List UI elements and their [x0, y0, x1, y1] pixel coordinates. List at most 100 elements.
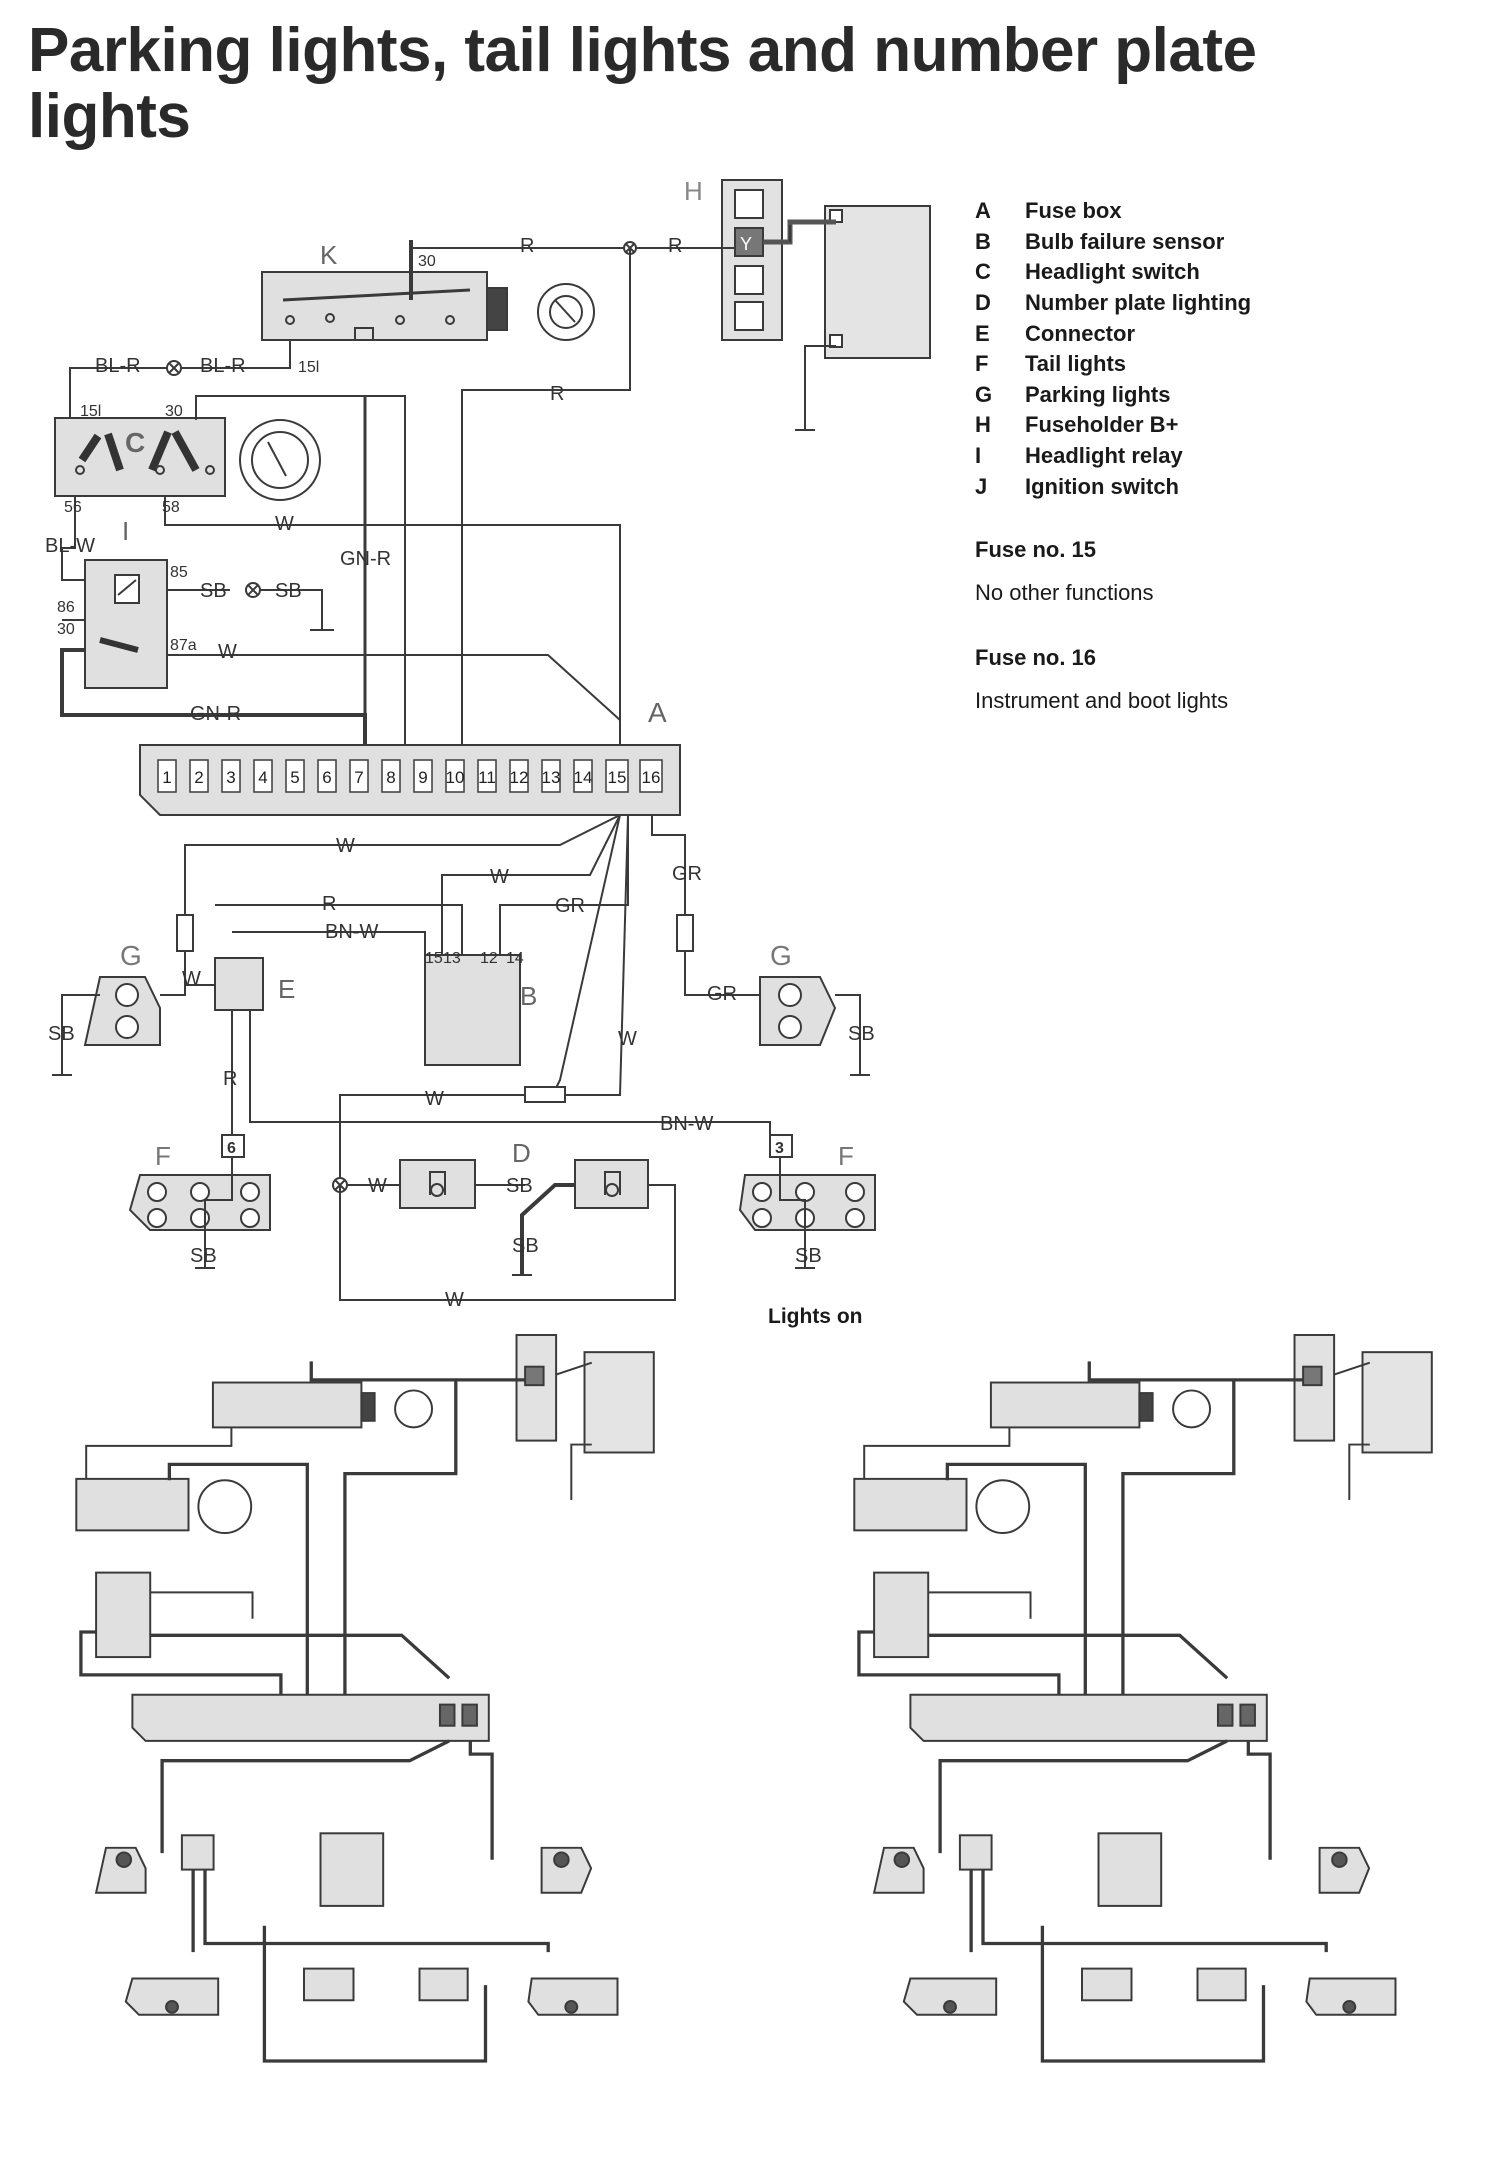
wire-w-6: W — [618, 1028, 637, 1050]
term-c-56: 56 — [64, 499, 82, 516]
fuse-15-heading: Fuse no. 15 — [975, 537, 1097, 562]
wire-w-5: W — [182, 968, 201, 990]
fuse-16-text: Instrument and boot lights — [975, 688, 1229, 713]
label-a: A — [648, 697, 667, 728]
fuse-16-heading: Fuse no. 16 — [975, 645, 1097, 670]
fuse-num-16: 16 — [642, 768, 661, 787]
term-f-3: 3 — [775, 1140, 784, 1157]
wire-sb-8: SB — [795, 1245, 822, 1267]
fuse-num-14: 14 — [574, 768, 593, 787]
fuse-num-1: 1 — [162, 768, 171, 787]
wire-gn-r-1: GN-R — [340, 548, 391, 570]
label-f-right: F — [838, 1141, 854, 1171]
fuse-num-12: 12 — [510, 768, 529, 787]
wire-bn-w-2: BN-W — [660, 1113, 713, 1135]
mini-diagram-right — [853, 1334, 1433, 2063]
wire-w-2: W — [218, 641, 237, 663]
label-d: D — [512, 1138, 531, 1168]
term-k-30: 30 — [418, 253, 436, 270]
term-i-30: 30 — [57, 621, 75, 638]
bulb-failure-sensor-b — [424, 954, 521, 1066]
wire-r-2: R — [668, 235, 682, 257]
connector-e — [214, 957, 264, 1011]
term-i-87a: 87a — [170, 637, 197, 654]
wire-w-3: W — [336, 835, 355, 857]
term-b-15: 15 — [425, 950, 443, 967]
term-c-58: 58 — [162, 499, 180, 516]
wire-gr-2: GR — [555, 895, 585, 917]
label-f-left: F — [155, 1141, 171, 1171]
fuse-box-a — [139, 744, 681, 816]
term-b-12: 12 — [480, 950, 498, 967]
fuse-num-9: 9 — [418, 768, 427, 787]
term-c-15l: 15l — [80, 403, 101, 420]
term-c-30: 30 — [165, 403, 183, 420]
wire-sb-5: SB — [506, 1175, 533, 1197]
term-f-6: 6 — [227, 1140, 236, 1157]
term-b-14: 14 — [506, 950, 524, 967]
wire-gr-3: GR — [707, 983, 737, 1005]
fuse-num-15: 15 — [608, 768, 627, 787]
wire-w-1: W — [275, 513, 294, 535]
fuse-num-4: 4 — [258, 768, 267, 787]
tail-light-f-right — [738, 1174, 876, 1231]
wire-r-5: R — [223, 1068, 237, 1090]
fuse-15-text: No other functions — [975, 580, 1154, 605]
wire-sb-4: SB — [848, 1023, 875, 1045]
wire-w-8: W — [368, 1175, 387, 1197]
lights-on-caption: Lights on — [768, 1305, 863, 1328]
fuse-num-6: 6 — [322, 768, 331, 787]
wire-sb-6: SB — [512, 1235, 539, 1257]
parking-light-g-left — [83, 976, 161, 1046]
wire-w-9: W — [445, 1289, 464, 1311]
wire-gr-1: GR — [672, 863, 702, 885]
light-switch-k — [261, 271, 488, 341]
wire-gn-r-2: GN-R — [190, 703, 241, 725]
term-i-86: 86 — [57, 599, 75, 616]
wire-sb-7: SB — [190, 1245, 217, 1267]
fuse-num-13: 13 — [542, 768, 561, 787]
fuse-num-3: 3 — [226, 768, 235, 787]
label-b: B — [520, 981, 537, 1011]
wire-sb-3: SB — [48, 1023, 75, 1045]
battery — [824, 205, 931, 359]
wire-sb-1: SB — [200, 580, 227, 602]
wire-r-4: R — [322, 893, 336, 915]
wire-bl-r-2: BL-R — [200, 355, 246, 377]
fuse-num-2: 2 — [194, 768, 203, 787]
wire-bl-w: BL-W — [45, 535, 95, 557]
fuse-num-8: 8 — [386, 768, 395, 787]
term-k-15l: 15l — [298, 359, 319, 376]
wire-w-4: W — [490, 866, 509, 888]
label-g-right: G — [770, 940, 792, 971]
wire-sb-2: SB — [275, 580, 302, 602]
label-i: I — [122, 516, 129, 546]
page-title: Parking lights, tail lights and number p… — [28, 16, 1257, 151]
wire-y: Y — [740, 234, 752, 254]
label-g-left: G — [120, 940, 142, 971]
fuse-num-5: 5 — [290, 768, 299, 787]
mini-diagram-left — [75, 1334, 655, 2063]
wire-r-3: R — [550, 383, 564, 405]
term-b-13: 13 — [443, 950, 461, 967]
wire-bl-r-1: BL-R — [95, 355, 141, 377]
label-h: H — [684, 176, 703, 206]
label-e: E — [278, 974, 295, 1004]
label-k: K — [320, 240, 338, 270]
fuse-num-10: 10 — [446, 768, 465, 787]
wire-bn-w-1: BN-W — [325, 921, 378, 943]
fuse-num-11: 11 — [478, 768, 496, 787]
label-c: C — [125, 427, 145, 458]
